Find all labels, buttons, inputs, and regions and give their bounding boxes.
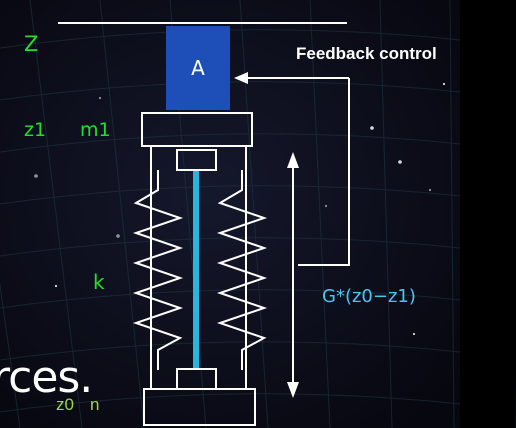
grid-line	[0, 341, 461, 361]
star	[370, 126, 374, 130]
star	[398, 160, 402, 164]
star	[34, 174, 38, 178]
label-n: n	[90, 395, 100, 414]
base-plate	[143, 388, 256, 426]
star	[54, 284, 58, 288]
spring-right	[216, 170, 268, 370]
actuator-block	[166, 26, 230, 110]
star	[412, 332, 416, 336]
grid-line	[0, 281, 21, 428]
grid-line	[0, 393, 461, 413]
background-slide-text: rces.	[0, 352, 93, 403]
feedback-arrowhead	[234, 72, 248, 84]
feedback-loop-line	[298, 78, 350, 266]
grid-line	[99, 0, 145, 428]
label-k: k	[93, 270, 105, 294]
star	[98, 96, 102, 100]
grid-line	[0, 133, 461, 153]
star	[428, 188, 432, 192]
grid-line	[0, 237, 461, 257]
label-z0: z0	[56, 395, 74, 414]
background-stars	[34, 82, 446, 336]
star	[442, 82, 446, 86]
grid-line	[379, 0, 393, 428]
displacement-arrowhead-bottom	[287, 382, 299, 398]
spring-left	[132, 170, 184, 370]
label-z: Z	[24, 32, 39, 56]
label-m1: m1	[80, 119, 111, 141]
label-z1: z1	[24, 119, 47, 141]
mass-plate-top	[141, 112, 253, 147]
right-black-band	[460, 0, 516, 428]
grid-line	[0, 185, 461, 205]
star	[324, 204, 328, 208]
star	[116, 234, 120, 238]
displacement-arrowhead-top	[287, 152, 299, 168]
rod-top-cap	[176, 149, 217, 171]
grid-line	[449, 0, 455, 428]
grid-line	[309, 0, 331, 428]
feedback-control-label: Feedback control	[296, 44, 437, 63]
gain-label: G*(z0−z1)	[322, 286, 416, 307]
actuator-label: A	[191, 56, 205, 80]
grid-line	[29, 0, 83, 428]
